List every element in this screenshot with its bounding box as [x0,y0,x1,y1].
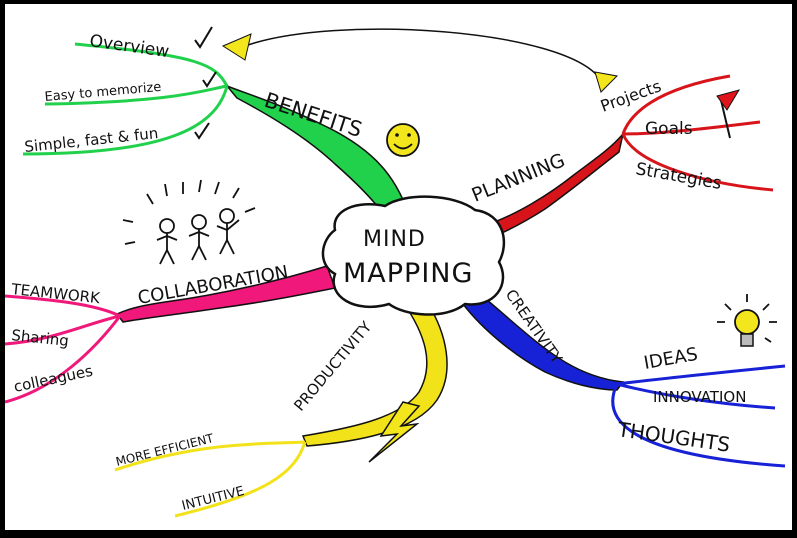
collaboration-item-sharing: Sharing [11,326,70,350]
planning-branch-stroke [482,133,624,242]
people-icon [122,179,256,265]
center-title-line2: MAPPING [343,258,473,289]
branch-collaboration: COLLABORATION TEAMWORK Sharing colleague… [5,179,337,404]
lightbulb-icon [717,294,777,347]
benefits-sublines [22,42,229,156]
collaboration-item-colleagues: colleagues [12,362,94,396]
planning-sublines [621,74,774,192]
smiley-icon [386,123,420,157]
productivity-sublines [114,440,307,518]
benefits-item-overview: Overview [88,31,170,62]
collaboration-item-teamwork: TEAMWORK [10,280,102,307]
branch-creativity: CREATIVITY IDEAS INNOVATION THOUGHTS [462,286,786,468]
collaboration-sublines [5,294,122,404]
central-node: MIND MAPPING [321,195,506,316]
branch-productivity: PRODUCTIVITY MORE EFFICIENT INTUITIVE [114,301,448,518]
collaboration-branch-stroke [115,265,337,323]
productivity-item-intuitive: INTUITIVE [180,484,245,514]
center-title-line1: MIND [363,227,426,252]
planning-item-goals: Goals [645,119,693,139]
mind-map-canvas: BENEFITS Overview Easy to memorize Simpl… [5,4,792,530]
arrow-icon [221,28,619,93]
creativity-branch-stroke [462,288,625,391]
branch-benefits: BENEFITS Overview Easy to memorize Simpl… [22,26,420,220]
branch-planning: PLANNING Projects Goals Strategies [469,74,774,242]
productivity-label: PRODUCTIVITY [290,317,376,414]
mind-map-diagram: BENEFITS Overview Easy to memorize Simpl… [5,26,786,518]
checkmark-icon [194,26,217,140]
planning-item-strategies: Strategies [634,159,723,194]
creativity-item-ideas: IDEAS [642,344,699,374]
creativity-sublines [611,364,786,468]
lightning-icon [368,401,421,463]
central-node-cloud [321,195,506,316]
creativity-item-innovation: INNOVATION [653,388,746,406]
flag-icon [716,89,741,139]
